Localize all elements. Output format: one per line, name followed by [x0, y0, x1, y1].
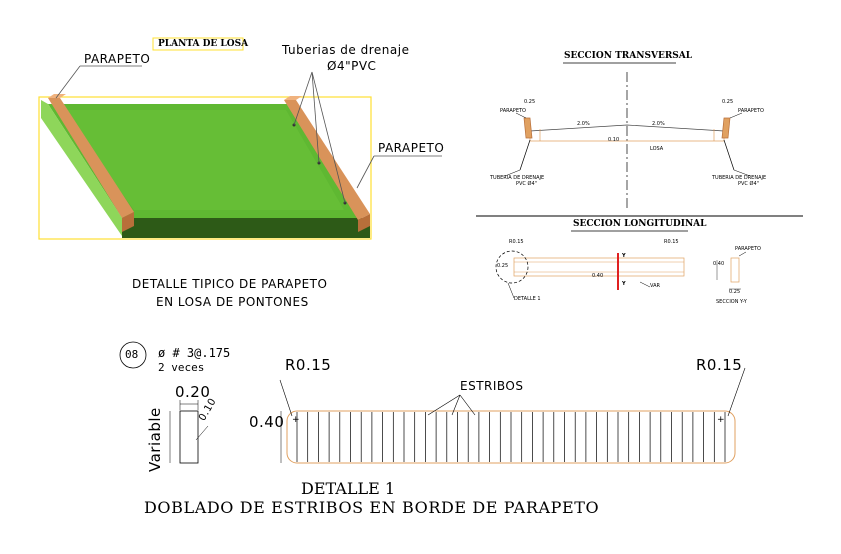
- yy-section: [730, 257, 740, 283]
- stirrup-group: [296, 412, 726, 462]
- detail-1-callout: [495, 250, 529, 284]
- ts-center-dim: 0.10: [608, 137, 620, 143]
- leader-drain: [293, 71, 313, 126]
- d1-subtitle: DOBLADO DE ESTRIBOS EN BORDE DE PARAPETO: [144, 498, 600, 517]
- ls-cut-bottom: Y: [622, 281, 626, 287]
- parapet-label-left: PARAPETO: [84, 52, 151, 66]
- stirrup-height-label: Variable: [146, 407, 164, 472]
- longitudinal-title: SECCION LONGITUDINAL: [573, 219, 707, 229]
- plan-title: PLANTA DE LOSA: [158, 39, 249, 49]
- d1-radius-left: R0.15: [285, 356, 332, 374]
- stirrup-cross-section: [179, 410, 199, 464]
- ts-center-note: LOSA: [650, 146, 664, 152]
- parapet-left-section: [523, 117, 533, 139]
- leader-radius-left: [279, 379, 293, 417]
- leader-parapet-right: [356, 155, 375, 189]
- rebar-times: 2 veces: [158, 361, 205, 374]
- ls-length-dim: 0.40: [592, 273, 604, 279]
- ls-detail-ref: DETALLE 1: [514, 296, 541, 302]
- svg-text:+: +: [292, 415, 300, 425]
- slab-top-highlight: [62, 110, 344, 210]
- ts-left-slope: 2.0%: [577, 121, 590, 127]
- transverse-section: [476, 62, 803, 217]
- d1-stirrups-label: ESTRIBOS: [460, 379, 524, 393]
- rebar-mark-circle: [119, 341, 147, 369]
- stirrup-section: [119, 341, 209, 464]
- longitudinal-section: [495, 230, 747, 299]
- yy-title: SECCION Y-Y: [716, 299, 747, 305]
- parapet-left-front: [122, 212, 134, 232]
- ts-right-drain-1: TUBERIA DE DRENAJE: [712, 175, 767, 181]
- parapet-left: [48, 98, 134, 218]
- svg-text:+: +: [717, 415, 725, 425]
- d1-radius-right: R0.15: [696, 356, 743, 374]
- slab-front-edge: [122, 218, 370, 238]
- plan-title-box: [152, 37, 244, 51]
- yy-label: PARAPETO: [735, 246, 761, 252]
- stirrup-width-dim: 0.20: [175, 383, 211, 401]
- parapet-left-top: [48, 94, 66, 98]
- ls-height-dim: 0.25: [497, 263, 509, 269]
- d1-height-dim: 0.40: [249, 413, 285, 431]
- parapet-elevation: [286, 410, 736, 464]
- transverse-title: SECCION TRANSVERSAL: [564, 51, 693, 61]
- parapet-right-top: [284, 96, 302, 100]
- drain-label-line2: Ø4"PVC: [327, 59, 377, 73]
- plan-frame: [38, 96, 372, 240]
- deck-top: [529, 124, 725, 132]
- leader-parapet-left: [55, 65, 81, 99]
- ts-left-drain-1: TUBERIA DE DRENAJE: [490, 175, 545, 181]
- leader-radius-right: [727, 367, 746, 417]
- ls-note: VAR: [650, 283, 660, 289]
- ts-right-dim: 0.25: [722, 99, 734, 105]
- parapet-right-front: [358, 214, 370, 232]
- rebar-spec: ø # 3@.175: [158, 346, 231, 360]
- ls-radius-right: R0.15: [664, 239, 679, 245]
- ts-right-label: PARAPETO: [738, 108, 764, 114]
- ts-right-slope: 2.0%: [652, 121, 665, 127]
- yy-height: 0.40: [713, 261, 725, 267]
- yy-width: 0.25: [729, 289, 741, 295]
- detail-1: + +: [279, 367, 746, 464]
- ts-left-dim: 0.25: [524, 99, 536, 105]
- long-section-bar: [513, 257, 685, 277]
- drain-label-line1: Tuberias de drenaje: [282, 43, 410, 57]
- parapet-right-section: [721, 117, 731, 139]
- ts-left-drain-2: PVC Ø4": [516, 181, 537, 187]
- parapet-right: [284, 100, 370, 220]
- ls-radius-left: R0.15: [509, 239, 524, 245]
- parapet-label-right: PARAPETO: [378, 141, 445, 155]
- plan-caption-line1: DETALLE TIPICO DE PARAPETO: [132, 277, 328, 291]
- slab-left-side: [41, 100, 122, 236]
- plan-caption-line2: EN LOSA DE PONTONES: [156, 295, 309, 309]
- rebar-mark: 08: [125, 348, 139, 361]
- d1-title: DETALLE 1: [301, 479, 396, 498]
- ls-cut-top: Y: [622, 253, 626, 259]
- plan-view: [38, 37, 442, 240]
- ts-left-label: PARAPETO: [500, 108, 526, 114]
- ts-right-drain-2: PVC Ø4": [738, 181, 759, 187]
